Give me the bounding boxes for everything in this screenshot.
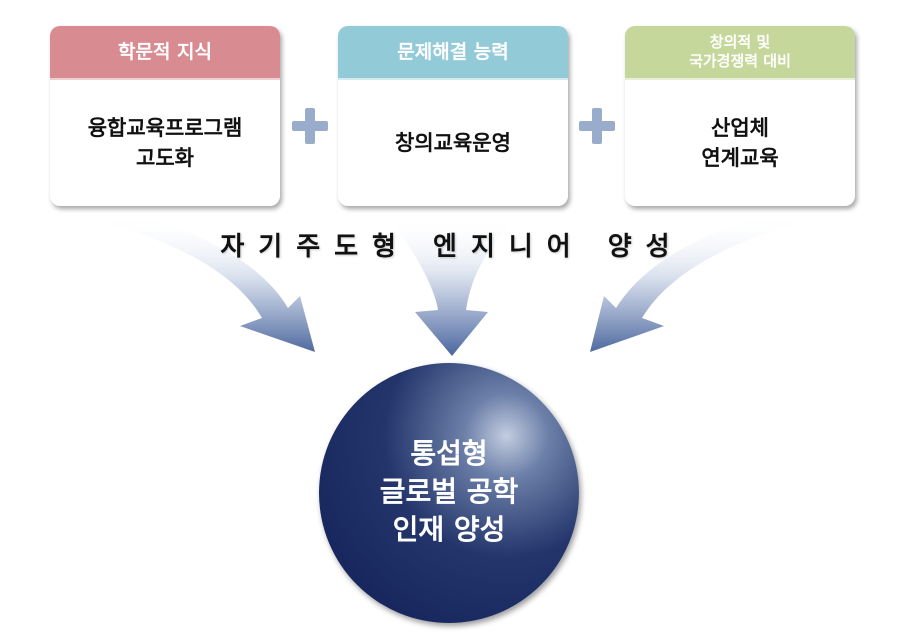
center-line: 통섭형: [410, 437, 488, 470]
left-arrow: [95, 215, 315, 352]
card-academic-knowledge: 학문적 지식 융합교육프로그램 고도화: [50, 26, 280, 206]
card-body: 창의교육운영: [338, 80, 568, 206]
card-body-line: 융합교육프로그램: [87, 116, 243, 140]
center-circle: 통섭형 글로벌 공학 인재 양성: [319, 363, 579, 623]
right-arrow: [590, 215, 810, 352]
card-header-line: 국가경쟁력 대비: [689, 52, 791, 70]
card-problem-solving: 문제해결 능력 창의교육운영: [338, 26, 568, 206]
center-arrow: [390, 218, 515, 356]
card-header: 창의적 및 국가경쟁력 대비: [625, 26, 855, 80]
banner-text: 자기주도형 엔지니어 양성: [220, 232, 684, 262]
card-body: 융합교육프로그램 고도화: [50, 80, 280, 206]
card-creativity-competitiveness: 창의적 및 국가경쟁력 대비 산업체 연계교육: [625, 26, 855, 206]
card-body-line: 연계교육: [701, 146, 779, 170]
card-body-line: 창의교육운영: [395, 131, 511, 155]
plus-icon: [290, 106, 330, 146]
center-line: 글로벌 공학: [379, 475, 519, 508]
card-header-line: 학문적 지식: [117, 40, 212, 63]
card-header: 문제해결 능력: [338, 26, 568, 80]
card-body-line: 산업체: [711, 116, 769, 140]
card-body-line: 고도화: [136, 146, 194, 170]
card-header-line: 창의적 및: [709, 33, 771, 51]
card-body: 산업체 연계교육: [625, 80, 855, 206]
card-header-line: 문제해결 능력: [397, 40, 509, 63]
card-header: 학문적 지식: [50, 26, 280, 80]
center-text: 통섭형 글로벌 공학 인재 양성: [319, 435, 579, 549]
center-line: 인재 양성: [392, 513, 506, 546]
plus-icon: [577, 106, 617, 146]
